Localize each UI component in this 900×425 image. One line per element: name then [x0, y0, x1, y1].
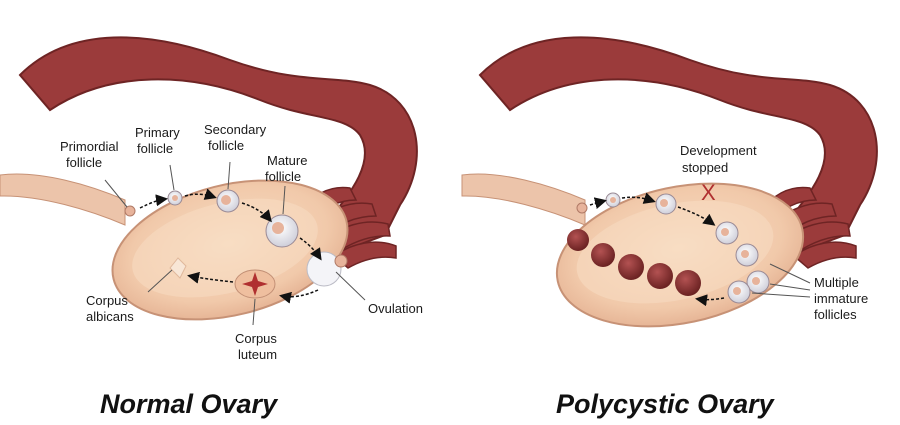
pcos-cycle-arrows: [589, 192, 725, 307]
pcos-primordial-follicle: [576, 202, 588, 214]
cyst: [567, 229, 589, 251]
label-multiple-immature-follicles-2: immature: [814, 291, 868, 306]
label-mature-follicle-1: Mature: [267, 153, 307, 168]
label-corpus-luteum-1: Corpus: [235, 331, 277, 346]
label-primary-follicle-2: follicle: [137, 141, 173, 156]
label-primordial-follicle-1: Primordial: [60, 139, 119, 154]
ovulating-follicle: [306, 251, 342, 287]
normal-ovary: Primordial follicle Primary follicle Sec…: [0, 36, 423, 419]
pcos-ovarian-ligament: [461, 173, 586, 226]
pcos-fallopian-tube: [478, 36, 878, 252]
normal-fallopian-tube: [18, 36, 418, 252]
normal-ovarian-ligament: [0, 173, 126, 226]
label-primary-follicle-1: Primary: [135, 125, 180, 140]
label-multiple-immature-follicles-1: Multiple: [814, 275, 859, 290]
label-secondary-follicle-2: follicle: [208, 138, 244, 153]
cyst: [591, 243, 615, 267]
cyst: [675, 270, 701, 296]
corpus-albicans: [169, 257, 187, 279]
label-primordial-follicle-2: follicle: [66, 155, 102, 170]
polycystic-ovary: X Development stopped Multiple immature …: [461, 36, 878, 419]
label-corpus-albicans-1: Corpus: [86, 293, 128, 308]
label-corpus-albicans-2: albicans: [86, 309, 134, 324]
label-development-stopped-1: Development: [680, 143, 757, 158]
normal-ovary-title: Normal Ovary: [100, 389, 279, 419]
cyst: [618, 254, 644, 280]
label-multiple-immature-follicles-3: follicles: [814, 307, 857, 322]
label-development-stopped-2: stopped: [682, 160, 728, 175]
ovarian-cysts: [567, 229, 701, 296]
label-secondary-follicle-1: Secondary: [204, 122, 267, 137]
corpus-luteum-star: [242, 272, 268, 296]
normal-leader-lines: [104, 161, 366, 326]
normal-cycle-arrows: [139, 188, 322, 304]
cyst: [647, 263, 673, 289]
development-stopped-mark: X: [701, 180, 716, 205]
label-ovulation: Ovulation: [368, 301, 423, 316]
label-corpus-luteum-2: luteum: [238, 347, 277, 362]
primordial-follicle: [124, 205, 136, 217]
polycystic-ovary-title: Polycystic Ovary: [556, 389, 776, 419]
released-egg: [334, 254, 348, 268]
label-mature-follicle-2: follicle: [265, 169, 301, 184]
pcos-leader-lines: [751, 263, 811, 298]
